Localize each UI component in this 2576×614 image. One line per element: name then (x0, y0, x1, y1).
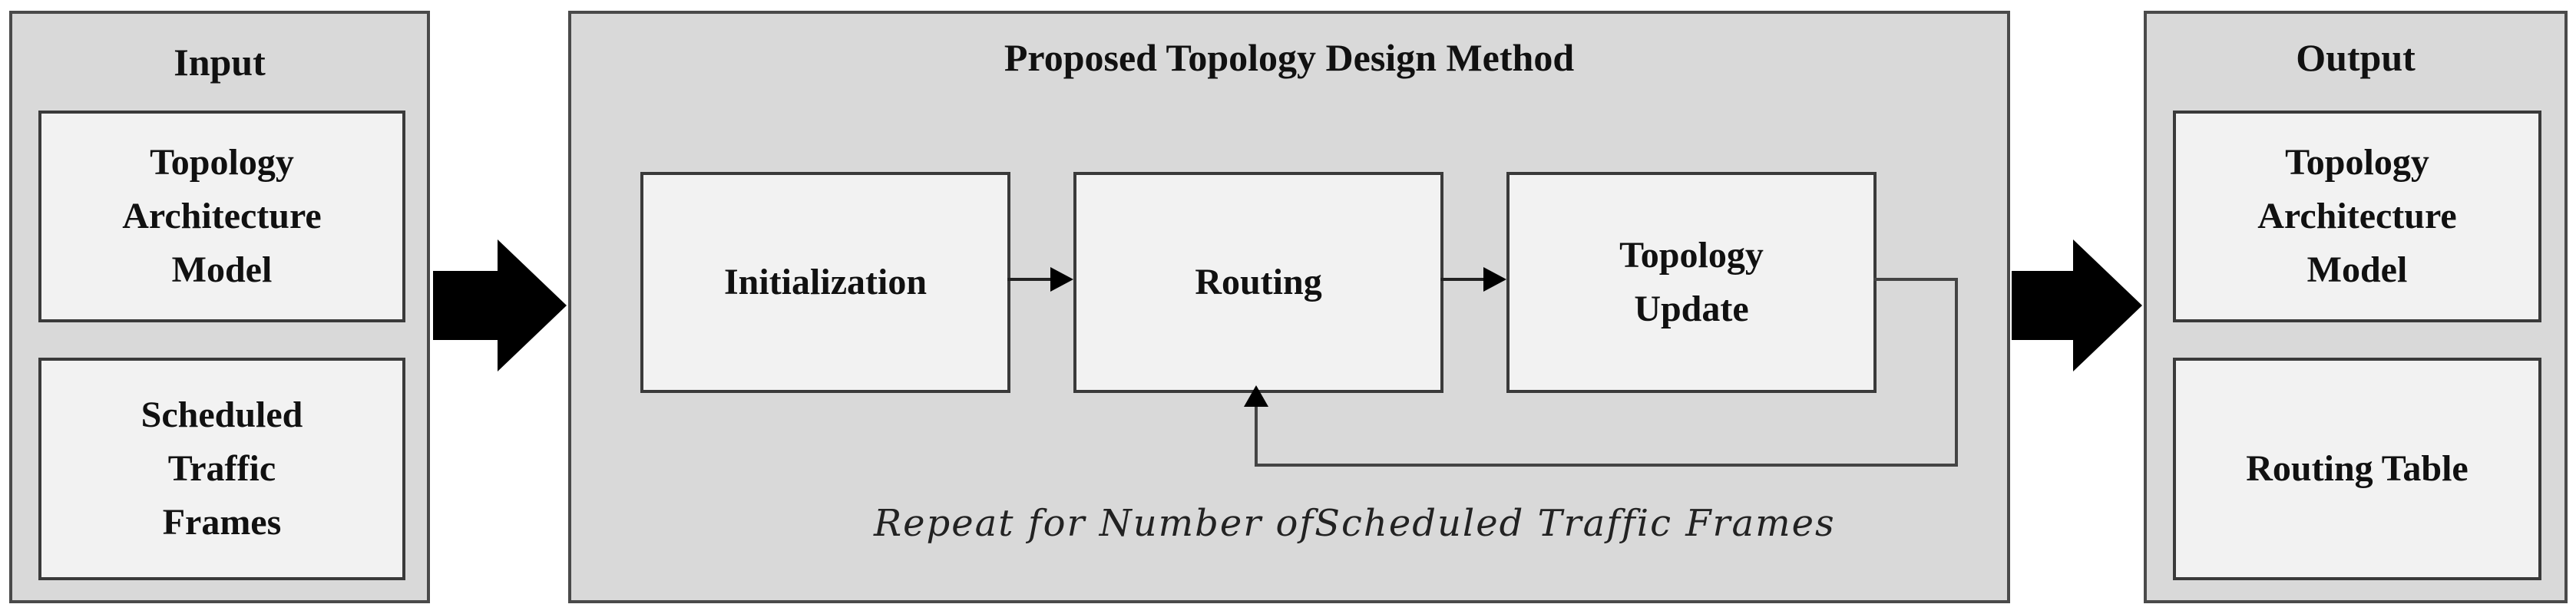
output-topology-architecture-model: Topology Architecture Model (2173, 111, 2541, 322)
input-topology-architecture-model: Topology Architecture Model (38, 111, 405, 322)
loop-caption: Repeat for Number ofScheduled Traffic Fr… (874, 502, 1836, 545)
method-to-output-arrow (2012, 239, 2142, 371)
input-title: Input (174, 41, 266, 84)
input-scheduled-traffic-frames: Scheduled Traffic Frames (38, 358, 405, 580)
step-topology-update: Topology Update (1506, 172, 1877, 393)
step-initialization: Initialization (640, 172, 1010, 393)
method-panel: Proposed Topology Design Method Initiali… (568, 11, 2010, 603)
output-title: Output (2296, 36, 2416, 79)
method-title: Proposed Topology Design Method (1004, 36, 1575, 79)
step-routing: Routing (1073, 172, 1443, 393)
input-to-method-arrow (433, 239, 567, 371)
output-routing-table: Routing Table (2173, 358, 2541, 580)
input-panel: Input Topology Architecture Model Schedu… (9, 11, 430, 603)
output-panel: Output Topology Architecture Model Routi… (2144, 11, 2568, 603)
